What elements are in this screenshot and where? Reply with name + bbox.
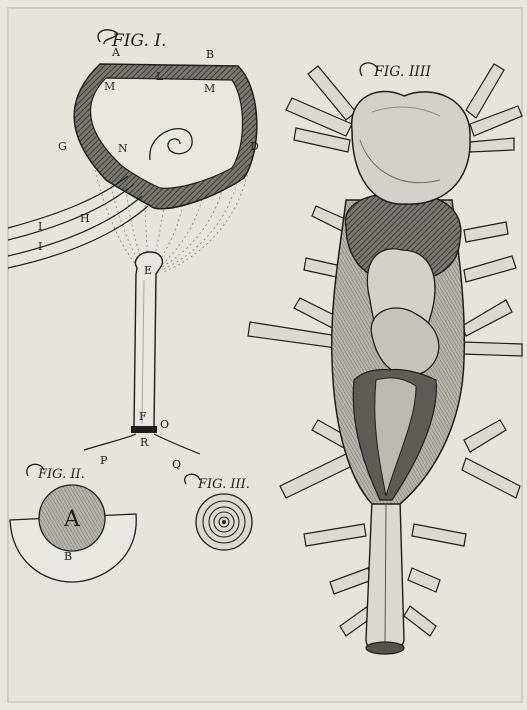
fig1-letter-m-right: M <box>204 82 215 95</box>
fig1-letter-g: G <box>58 140 67 153</box>
fig1-letter-h: H <box>80 212 90 225</box>
fig2-letter-b: B <box>64 550 72 563</box>
fig1-letter-b: B <box>206 48 214 61</box>
fig1-letter-f: F <box>139 410 147 423</box>
fig1-letter-o: O <box>160 418 169 431</box>
fig1-letter-d: D <box>250 140 259 153</box>
fig1-letter-q: Q <box>172 458 181 471</box>
fig1-letter-i-upper: I <box>38 220 42 233</box>
fig1-letter-n: N <box>118 142 128 155</box>
fig1-letter-r: R <box>140 436 149 449</box>
fig1-letter-a: A <box>111 46 121 59</box>
fig3-title: FIG. III. <box>197 477 250 492</box>
fig4-upper-lobe <box>352 91 470 204</box>
stalk-band <box>131 426 157 433</box>
fig4-title: FIG. IIII <box>373 64 431 80</box>
fig3-concentric-rings <box>196 494 252 550</box>
fig1-letter-i-lower: I <box>38 240 42 253</box>
fig1-letter-m-left: M <box>104 80 115 93</box>
fig1-letter-e: E <box>144 264 152 277</box>
fig2-letter-a: A <box>63 507 81 532</box>
fig1-letter-p: P <box>100 454 108 467</box>
fig1-letter-l: L <box>156 70 164 83</box>
fig2-title: FIG. II. <box>37 467 85 482</box>
